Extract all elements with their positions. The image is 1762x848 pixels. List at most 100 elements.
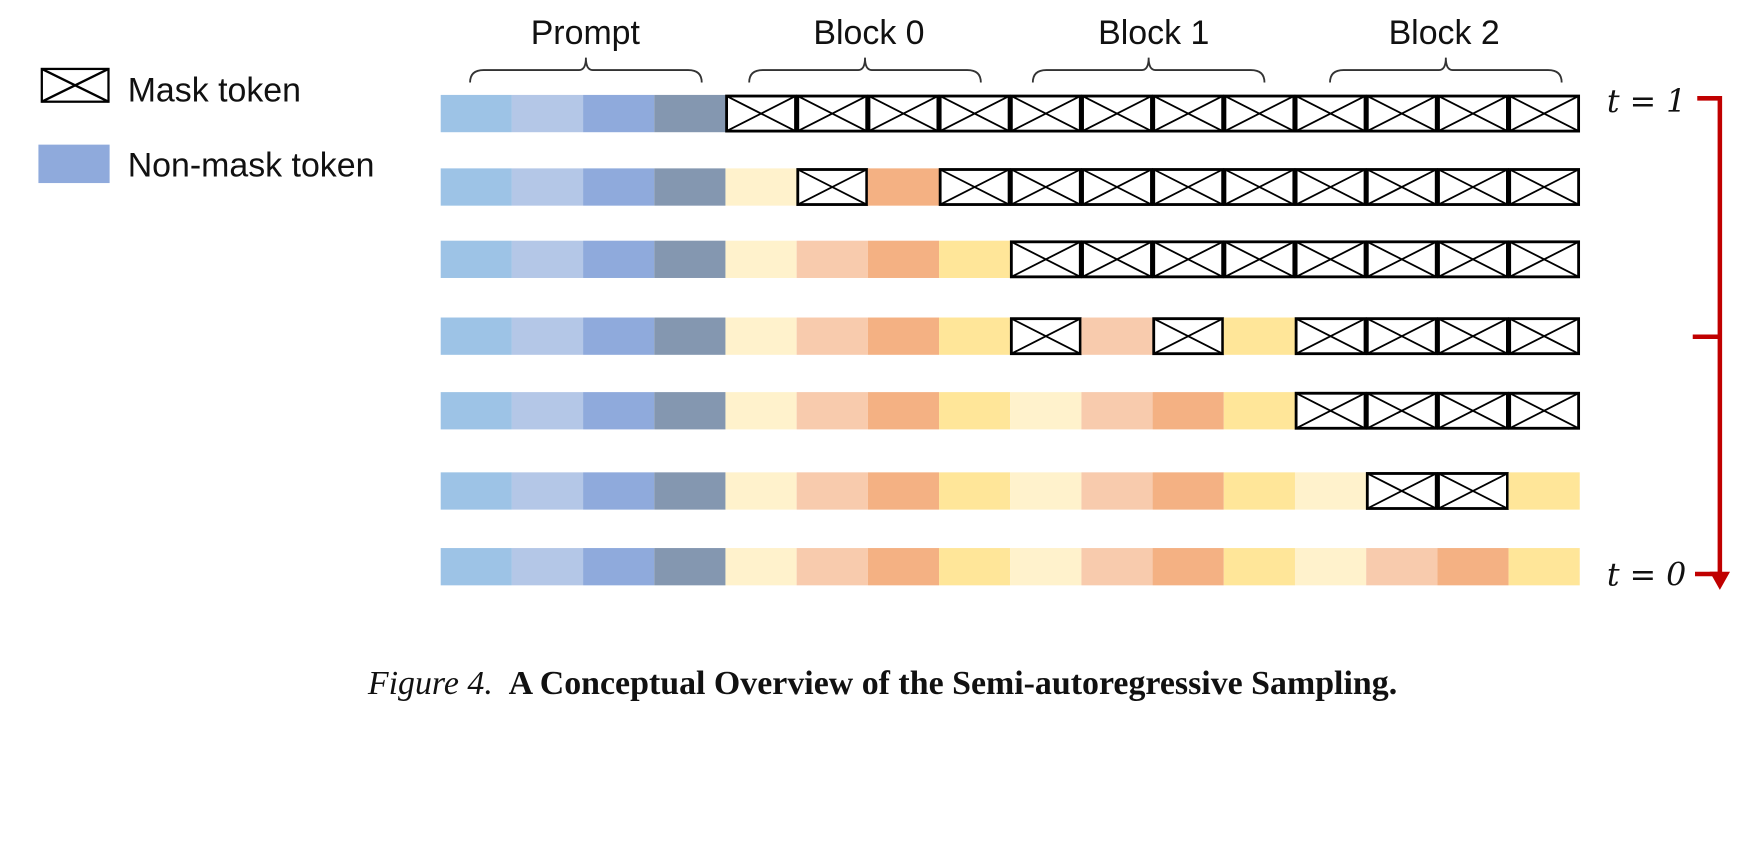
response-token: [1152, 472, 1224, 510]
mask-token-cross: [1224, 168, 1295, 206]
mask-token-cross: [868, 95, 939, 132]
prompt-token: [511, 317, 584, 355]
t-end-label: t = 0: [1607, 557, 1686, 593]
block1-label: Block 1: [1098, 14, 1209, 52]
block-braces: [469, 57, 1563, 83]
response-token: [1294, 472, 1367, 510]
response-token: [725, 392, 797, 430]
time-arrow-head-icon: [1709, 571, 1731, 590]
response-token: [1223, 548, 1295, 586]
response-token: [867, 240, 940, 278]
response-token: [939, 240, 1011, 278]
response-token: [1223, 472, 1295, 510]
prompt-token: [440, 472, 512, 510]
mask-token-cross: [726, 95, 796, 132]
prompt-token: [511, 472, 584, 510]
response-token: [1081, 548, 1153, 586]
token-row: [440, 94, 1581, 133]
curly-brace: [1031, 57, 1266, 83]
response-token: [1223, 392, 1295, 430]
response-token: [939, 472, 1011, 510]
response-token: [1010, 472, 1082, 510]
response-token: [1508, 548, 1580, 586]
figure-number: Figure 4.: [367, 664, 493, 702]
mask-token-cross: [939, 168, 1010, 206]
block0-label: Block 0: [813, 14, 924, 52]
token-row: [440, 548, 1580, 586]
prompt-label: Prompt: [531, 14, 641, 52]
response-token: [1294, 548, 1367, 586]
prompt-token: [583, 168, 655, 206]
response-token: [1223, 317, 1295, 355]
response-token: [796, 317, 868, 355]
mask-token-cross: [1438, 317, 1508, 355]
response-token: [1010, 548, 1082, 586]
mask-token-cross: [1438, 241, 1508, 278]
response-token: [725, 472, 797, 510]
response-token: [939, 317, 1011, 355]
prompt-token: [583, 94, 655, 133]
response-token: [939, 392, 1011, 430]
time-arrow-line: [1697, 96, 1723, 579]
response-token: [1081, 392, 1153, 430]
mask-token-cross: [1153, 95, 1224, 132]
mask-token-cross: [1366, 317, 1437, 355]
prompt-token: [583, 240, 655, 278]
mask-token-cross: [1010, 95, 1081, 132]
mask-token-cross: [1438, 392, 1508, 430]
response-token: [1081, 472, 1153, 510]
prompt-token: [511, 548, 584, 586]
mask-token-cross: [1509, 241, 1580, 278]
mask-token-cross: [797, 168, 868, 206]
mask-token-cross: [1295, 95, 1366, 132]
response-token: [725, 317, 797, 355]
mask-token-cross: [797, 95, 868, 132]
prompt-token: [654, 472, 726, 510]
response-token: [867, 548, 940, 586]
mask-token-cross: [1366, 392, 1437, 430]
mask-token-cross: [1438, 95, 1508, 132]
prompt-token: [440, 392, 512, 430]
prompt-token: [440, 94, 512, 133]
response-token: [796, 392, 868, 430]
prompt-token: [440, 317, 512, 355]
response-token: [867, 472, 940, 510]
response-token: [867, 317, 940, 355]
response-token: [796, 472, 868, 510]
t-start-label: t = 1: [1607, 84, 1686, 120]
mask-token-cross: [1153, 317, 1224, 355]
mask-token-cross: [1509, 95, 1580, 132]
figure-title: A Conceptual Overview of the Semi-autore…: [508, 664, 1398, 702]
response-token: [1508, 472, 1580, 510]
curly-brace: [1329, 57, 1563, 83]
mask-token-cross: [1295, 168, 1366, 206]
mask-token-cross: [1082, 95, 1152, 132]
legend-mask-label: Mask token: [128, 72, 301, 110]
mask-token-cross: [1082, 241, 1152, 278]
prompt-token: [440, 548, 512, 586]
prompt-token: [583, 392, 655, 430]
curly-brace: [748, 57, 982, 83]
prompt-token: [654, 548, 726, 586]
prompt-token: [511, 94, 584, 133]
prompt-token: [511, 240, 584, 278]
response-token: [1152, 548, 1224, 586]
prompt-token: [583, 548, 655, 586]
token-row: [440, 240, 1581, 279]
mask-token-cross: [1509, 168, 1580, 206]
legend-mask-cross-line: [41, 67, 109, 103]
response-token: [1010, 392, 1082, 430]
prompt-token: [654, 240, 726, 278]
token-row: [440, 472, 1580, 510]
legend: Mask token Non-mask token: [38, 67, 374, 184]
legend-nonmask-swatch-icon: [38, 144, 110, 184]
token-row: [440, 317, 1581, 356]
token-row: [440, 391, 1581, 430]
prompt-token: [654, 168, 726, 206]
mask-token-cross: [1438, 472, 1508, 510]
response-token: [939, 548, 1011, 586]
response-token: [867, 392, 940, 430]
mask-token-cross: [1509, 392, 1580, 430]
mask-token-cross: [1153, 241, 1224, 278]
